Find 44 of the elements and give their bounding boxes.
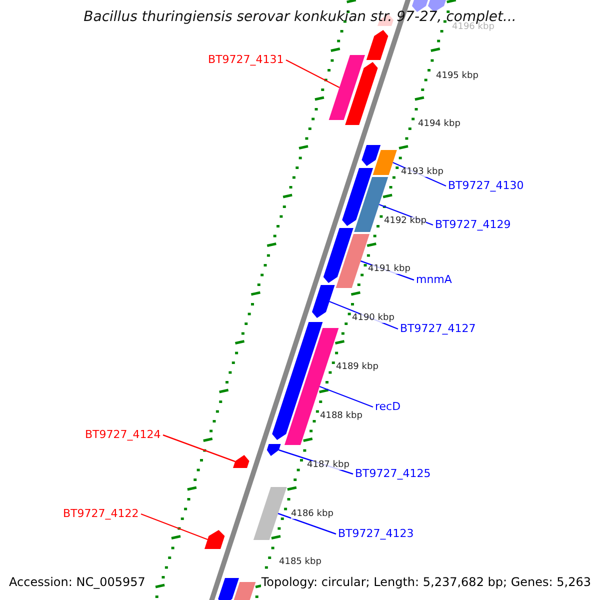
gene-block: [266, 444, 281, 456]
title: Bacillus thuringiensis serovar konkukian str. 97-27, complet...: [82, 10, 518, 24]
gene-label: BT9727_4123: [338, 528, 414, 539]
footer-text: Topology: circular; Length: 5,237,682 bp; Genes: 5,263: [261, 576, 591, 588]
gene-label: BT9727_4131: [208, 54, 284, 65]
gene-block: [218, 578, 239, 600]
gene-label: BT9727_4130: [448, 180, 524, 191]
gene-label: BT9727_4122: [63, 508, 139, 519]
gene-label: BT9727_4124: [85, 429, 161, 440]
gene-label: mnmA: [416, 274, 452, 285]
tick-label: 4189 kbp: [336, 363, 378, 372]
gene-block: [323, 228, 354, 283]
tick-label: 4187 kbp: [307, 461, 350, 470]
tick-label: 4190 kbp: [352, 314, 394, 323]
gene-block: [204, 530, 225, 549]
tick-label: 4193 kbp: [401, 168, 444, 177]
gene-block: [362, 145, 381, 166]
tick-label: 4185 kbp: [279, 558, 322, 567]
leader-line: [319, 386, 374, 408]
footer-text: Accession: NC_005957: [9, 576, 146, 588]
gene-bar: [328, 55, 365, 120]
gene-block: [342, 168, 374, 226]
gene-block: [366, 30, 388, 60]
tick-label: 4186 kbp: [291, 510, 334, 519]
leader-line: [286, 59, 340, 88]
tick-label: 4195 kbp: [436, 72, 478, 81]
tick-label: 4188 kbp: [320, 412, 362, 421]
gene-block: [233, 455, 250, 468]
gene-bar: [232, 582, 256, 600]
tick-label: 4192 kbp: [384, 217, 426, 226]
tick-label: 4196 kbp: [452, 23, 494, 32]
gene-block: [312, 285, 335, 318]
gene-bar: [372, 150, 397, 175]
gene-block: [345, 62, 378, 125]
leader-line: [162, 434, 236, 462]
tick-label: 4194 kbp: [418, 120, 460, 129]
tick-label: 4191 kbp: [368, 265, 410, 274]
gene-label: BT9727_4127: [400, 323, 476, 334]
gene-label: recD: [375, 401, 401, 412]
gene-label: BT9727_4125: [355, 468, 431, 479]
gene-bar: [253, 487, 287, 540]
leader-line: [140, 513, 208, 540]
gene-bar: [336, 234, 370, 288]
gene-label: BT9727_4129: [435, 219, 511, 230]
